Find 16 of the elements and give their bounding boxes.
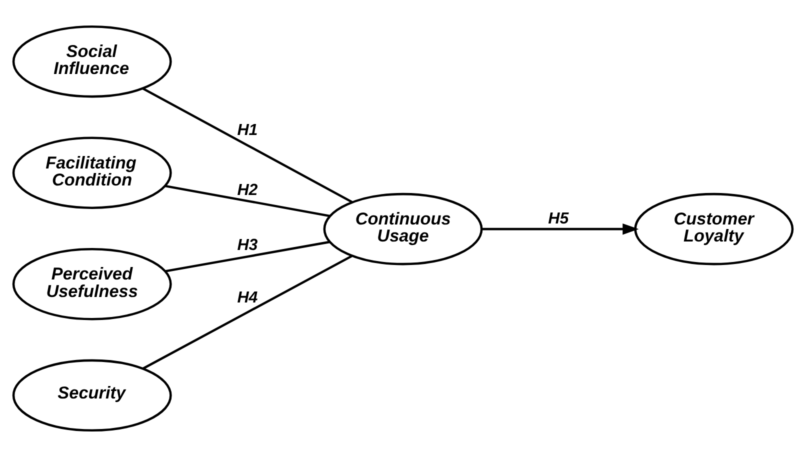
edge-label: H2 bbox=[237, 180, 258, 198]
node-ellipse: Perceived Usefulness bbox=[12, 248, 172, 320]
edge-label: H3 bbox=[237, 235, 258, 254]
connector bbox=[142, 86, 353, 203]
connector bbox=[165, 184, 330, 217]
node-ellipse: Continuous Usage bbox=[323, 192, 483, 265]
arrow bbox=[482, 222, 639, 234]
connector bbox=[142, 254, 352, 370]
node-ellipse: Social Influence bbox=[12, 24, 172, 98]
edge-label: H4 bbox=[237, 288, 258, 306]
edge-label: H5 bbox=[548, 209, 569, 228]
edge-label: H1 bbox=[237, 120, 258, 139]
node-ellipse: Facilitating Condition bbox=[12, 136, 172, 208]
connector bbox=[165, 240, 330, 272]
node-ellipse: Security bbox=[12, 358, 172, 432]
node-ellipse: Customer Loyalty bbox=[634, 192, 794, 265]
